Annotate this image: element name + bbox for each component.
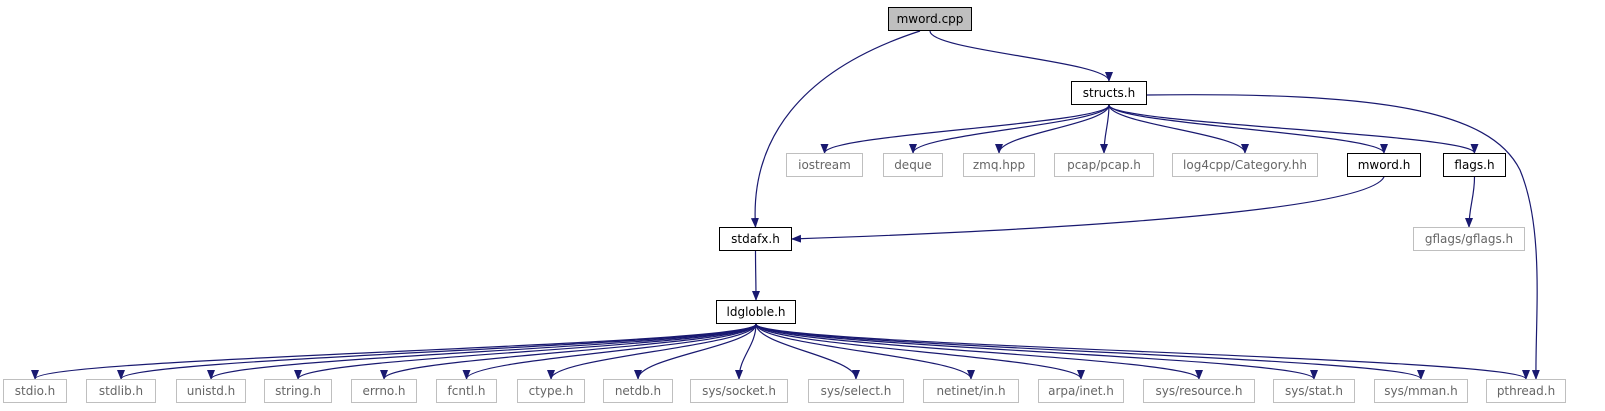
- edge-structs_h-pcap_h: [1100, 104, 1110, 154]
- edge-structs_h-mword_h: [1108, 104, 1388, 154]
- edge-ldgloble_h-stdlib_h: [117, 323, 757, 380]
- edge-ldgloble_h-stat_h: [755, 323, 1318, 380]
- node-zmq-hpp: zmq.hpp: [963, 153, 1035, 177]
- node-sys-select-h: sys/select.h: [808, 379, 904, 403]
- edge-structs_h-flags_h: [1108, 104, 1479, 154]
- edge-ldgloble_h-stdio_h: [31, 323, 757, 380]
- edge-ldgloble_h-inet_h: [755, 323, 1085, 380]
- edge-structs_h-log4cpp: [1108, 104, 1249, 154]
- node-gflags-h: gflags/gflags.h: [1413, 227, 1525, 251]
- edge-ldgloble_h-select_h: [755, 323, 860, 380]
- edge-mword_cpp-structs_h: [929, 30, 1113, 82]
- edge-ldgloble_h-unistd_h: [207, 323, 757, 380]
- node-arpa-inet-h: arpa/inet.h: [1038, 379, 1124, 403]
- node-pthread-h: pthread.h: [1486, 379, 1566, 403]
- node-mword-cpp: mword.cpp: [888, 7, 972, 31]
- node-stdio-h: stdio.h: [3, 379, 67, 403]
- edge-structs_h-pthread_h: [1146, 94, 1540, 380]
- node-errno-h: errno.h: [351, 379, 417, 403]
- node-deque: deque: [883, 153, 943, 177]
- node-string-h: string.h: [264, 379, 332, 403]
- edge-ldgloble_h-string_h: [294, 323, 757, 380]
- node-sys-stat-h: sys/stat.h: [1273, 379, 1355, 403]
- edge-ldgloble_h-resource_h: [755, 323, 1203, 380]
- edge-flags_h-gflags_h: [1465, 176, 1476, 228]
- node-netdb-h: netdb.h: [603, 379, 673, 403]
- edge-ldgloble_h-pthread_h: [755, 323, 1530, 380]
- node-mword-h[interactable]: mword.h: [1347, 153, 1421, 177]
- node-fcntl-h: fcntl.h: [436, 379, 497, 403]
- node-pcap-h: pcap/pcap.h: [1054, 153, 1154, 177]
- edge-structs_h-iostream: [820, 104, 1110, 154]
- node-flags-h[interactable]: flags.h: [1443, 153, 1506, 177]
- edge-structs_h-deque: [909, 104, 1110, 154]
- edge-ldgloble_h-fcntl_h: [462, 323, 757, 380]
- edge-ldgloble_h-in_h: [755, 323, 975, 380]
- node-sys-resource-h: sys/resource.h: [1143, 379, 1255, 403]
- node-ctype-h: ctype.h: [517, 379, 585, 403]
- edge-ldgloble_h-errno_h: [380, 323, 757, 380]
- edge-ldgloble_h-mman_h: [755, 323, 1425, 380]
- node-stdafx-h[interactable]: stdafx.h: [719, 227, 792, 251]
- node-iostream: iostream: [786, 153, 863, 177]
- edge-ldgloble_h-ctype_h: [547, 323, 757, 380]
- node-unistd-h: unistd.h: [176, 379, 246, 403]
- node-sys-mman-h: sys/mman.h: [1374, 379, 1468, 403]
- node-ldgloble-h[interactable]: ldgloble.h: [716, 300, 796, 324]
- edge-mword_h-stdafx_h: [791, 176, 1385, 243]
- node-sys-socket-h: sys/socket.h: [690, 379, 788, 403]
- node-log4cpp-category-hh: log4cpp/Category.hh: [1172, 153, 1318, 177]
- edge-stdafx_h-ldgloble_h: [751, 250, 760, 301]
- node-stdlib-h: stdlib.h: [86, 379, 156, 403]
- node-netinet-in-h: netinet/in.h: [923, 379, 1019, 403]
- edge-structs_h-zmq_hpp: [995, 104, 1110, 154]
- edge-ldgloble_h-netdb_h: [634, 323, 757, 380]
- node-structs-h[interactable]: structs.h: [1071, 81, 1147, 105]
- edge-ldgloble_h-socket_h: [735, 323, 757, 380]
- edge-mword_cpp-stdafx_h: [750, 30, 921, 228]
